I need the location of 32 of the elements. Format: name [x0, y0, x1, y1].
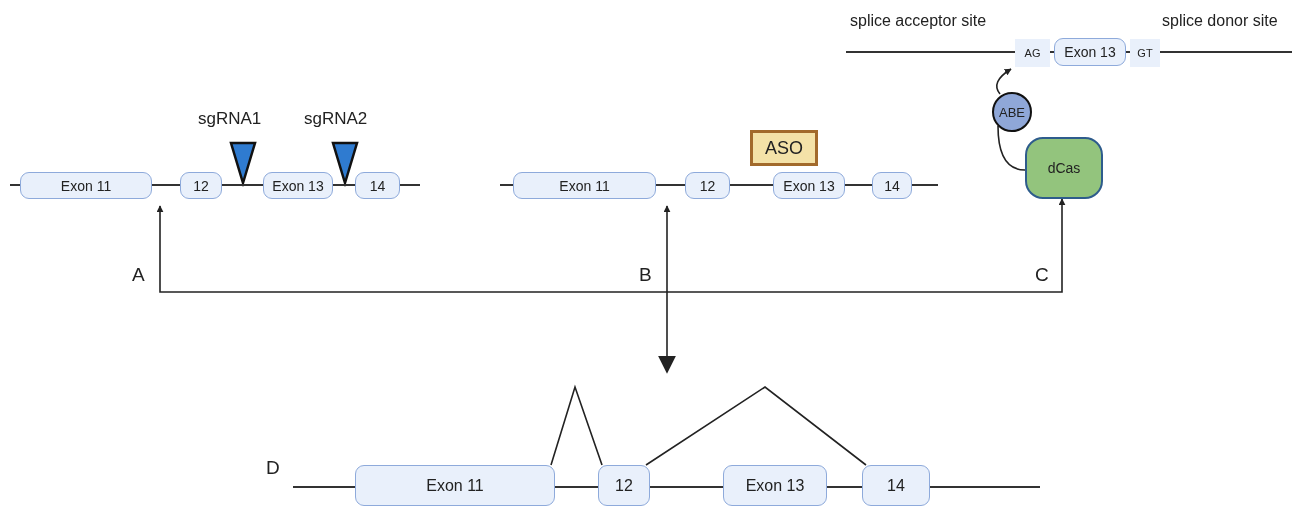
site-label: splice donor site: [1162, 12, 1278, 30]
exon-box: Exon 11: [355, 465, 555, 506]
exon-box: 14: [862, 465, 930, 506]
panel-letter: C: [1035, 264, 1049, 286]
dcas-box: dCas: [1025, 137, 1103, 199]
panel-letter: D: [266, 457, 280, 479]
splice-site-box: AG: [1015, 39, 1050, 67]
exon-box: 12: [685, 172, 730, 199]
probe-label: sgRNA2: [304, 109, 368, 129]
site-label: splice acceptor site: [850, 12, 987, 30]
exon-box: Exon 13: [1054, 38, 1126, 66]
exon-box: Exon 13: [723, 465, 827, 506]
exon-box: 12: [180, 172, 222, 199]
arrow: [156, 205, 668, 293]
exon-box: 12: [598, 465, 650, 506]
arrow: [658, 291, 676, 374]
exon-box: Exon 11: [513, 172, 656, 199]
aso-box: ASO: [750, 130, 818, 166]
exon-box: 14: [355, 172, 400, 199]
exon-box: Exon 13: [263, 172, 333, 199]
linker-line: [997, 125, 1026, 171]
arrow: [666, 198, 1066, 293]
splice-site-box: GT: [1130, 39, 1160, 67]
exon-box: Exon 13: [773, 172, 845, 199]
probe-label: sgRNA1: [198, 109, 262, 129]
exon-box: Exon 11: [20, 172, 152, 199]
exon-box: 14: [872, 172, 912, 199]
panel-letter: A: [132, 264, 145, 286]
panel-letter: B: [639, 264, 652, 286]
arrow: [663, 205, 671, 293]
abe-circle: ABE: [992, 92, 1032, 132]
arrow: [996, 68, 1012, 95]
